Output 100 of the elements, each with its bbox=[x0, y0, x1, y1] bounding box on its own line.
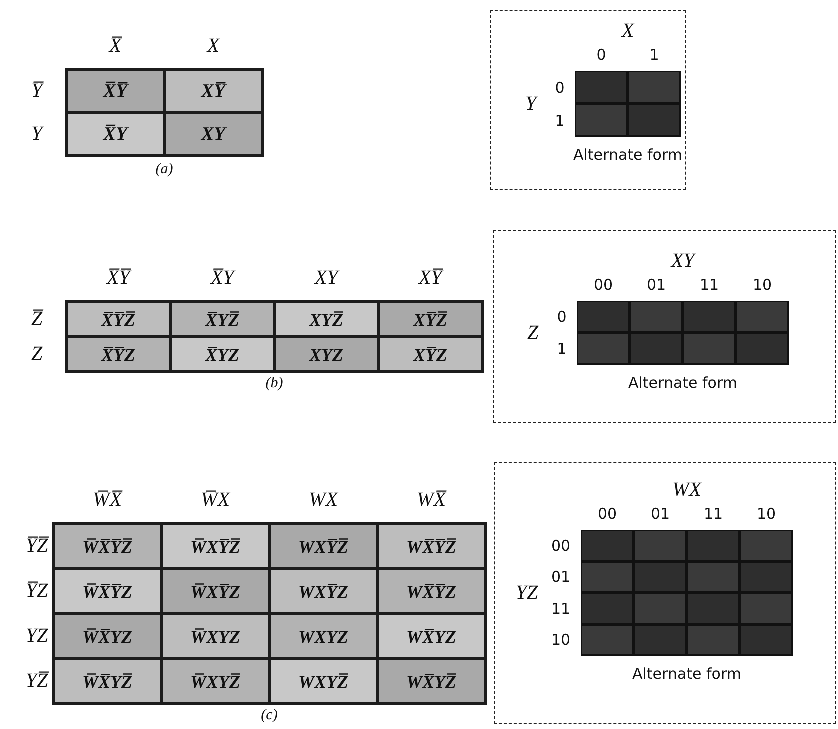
cell-term: XY̅Z bbox=[414, 344, 448, 366]
map-cell bbox=[271, 660, 376, 702]
map-cell bbox=[380, 338, 481, 370]
column-header: WX bbox=[309, 488, 338, 513]
column-code: 10 bbox=[756, 505, 776, 523]
variable-label: XY bbox=[671, 249, 695, 273]
map-cell bbox=[271, 615, 376, 657]
map-cell bbox=[55, 615, 160, 657]
column-header: X̅ bbox=[109, 34, 122, 59]
column-code: 01 bbox=[646, 276, 666, 294]
row-header: Z bbox=[31, 342, 43, 367]
row-header: Z̅ bbox=[31, 307, 43, 332]
map-cell bbox=[68, 338, 169, 370]
row-header: YZ bbox=[26, 624, 48, 649]
cell-term: W̅XY̅Z̅ bbox=[190, 536, 240, 558]
column-header: X bbox=[207, 34, 220, 59]
row-code: 1 bbox=[555, 112, 565, 130]
dashed-panel bbox=[490, 10, 686, 190]
cell-term: WXYZ̅ bbox=[298, 672, 348, 694]
cell-term: W̅XY̅Z bbox=[190, 582, 240, 604]
row-header: YZ̅ bbox=[26, 669, 48, 694]
cell-term: W̅X̅YZ̅ bbox=[82, 672, 132, 694]
variable-label: Z bbox=[527, 321, 539, 345]
cell-term: X̅Y bbox=[103, 124, 128, 147]
row-code: 10 bbox=[551, 631, 571, 650]
column-code: 00 bbox=[598, 505, 618, 523]
column-code: 01 bbox=[650, 505, 670, 523]
row-header: Y̅ bbox=[31, 79, 43, 104]
map-cell bbox=[163, 660, 268, 702]
cell-term: X̅YZ̅ bbox=[206, 310, 240, 332]
map-cell bbox=[55, 525, 160, 567]
column-header: W̅X̅ bbox=[93, 488, 122, 513]
column-code: 0 bbox=[596, 46, 606, 64]
cell-term: WXY̅Z̅ bbox=[298, 536, 348, 558]
variable-label: X bbox=[622, 19, 634, 43]
map-cell bbox=[276, 303, 377, 335]
panel-caption: Alternate form bbox=[628, 374, 738, 392]
map-cell bbox=[55, 570, 160, 612]
map-cell bbox=[172, 303, 273, 335]
row-header: Y̅Z bbox=[26, 579, 48, 604]
cell-term: W̅XYZ bbox=[190, 626, 240, 648]
dashed-panel bbox=[493, 230, 836, 423]
map-cell bbox=[68, 71, 163, 111]
cell-term: WX̅Y̅Z̅ bbox=[406, 536, 456, 558]
column-code: 1 bbox=[650, 46, 660, 64]
map-cell bbox=[379, 570, 484, 612]
panel-caption: Alternate form bbox=[574, 146, 682, 164]
column-header: XY̅ bbox=[418, 266, 442, 291]
variable-label: WX bbox=[672, 478, 702, 502]
column-header: X̅Y̅ bbox=[106, 266, 130, 291]
map-cell bbox=[166, 71, 261, 111]
map-cell bbox=[68, 114, 163, 154]
map-cell bbox=[163, 525, 268, 567]
panel-caption: Alternate form bbox=[632, 665, 742, 683]
row-header: Y bbox=[31, 122, 43, 147]
row-code: 11 bbox=[551, 600, 571, 618]
column-header: XY bbox=[314, 266, 338, 291]
column-header: W̅X bbox=[201, 488, 230, 513]
row-code: 01 bbox=[551, 568, 571, 586]
map-cell bbox=[166, 114, 261, 154]
cell-term: WXYZ bbox=[298, 626, 348, 648]
map-cell bbox=[271, 570, 376, 612]
cell-term: XYZ bbox=[310, 344, 344, 366]
map-cell bbox=[276, 338, 377, 370]
figure-caption: (b) bbox=[266, 376, 284, 392]
cell-term: XY bbox=[201, 124, 226, 147]
cell-term: WXY̅Z bbox=[298, 582, 348, 604]
column-code: 11 bbox=[700, 276, 720, 294]
map-cell bbox=[163, 570, 268, 612]
cell-term: XY̅Z̅ bbox=[414, 310, 448, 332]
row-header: Y̅Z̅ bbox=[26, 534, 48, 559]
row-code: 00 bbox=[551, 536, 571, 555]
cell-term: XY̅ bbox=[201, 81, 226, 104]
map-cell bbox=[172, 338, 273, 370]
row-code: 1 bbox=[557, 340, 567, 358]
figure-caption: (a) bbox=[156, 162, 174, 178]
cell-term: W̅XYZ̅ bbox=[190, 672, 240, 694]
map-cell bbox=[68, 303, 169, 335]
dashed-panel bbox=[494, 462, 836, 724]
cell-term: X̅Y̅Z̅ bbox=[102, 310, 136, 332]
column-code: 00 bbox=[594, 276, 614, 294]
map-cell bbox=[379, 525, 484, 567]
cell-term: X̅YZ bbox=[206, 344, 240, 366]
column-code: 10 bbox=[752, 276, 772, 294]
column-header: WX̅ bbox=[417, 488, 446, 513]
cell-term: WX̅YZ bbox=[406, 626, 456, 648]
map-cell bbox=[163, 615, 268, 657]
map-cell bbox=[271, 525, 376, 567]
map-cell bbox=[379, 615, 484, 657]
cell-term: XYZ̅ bbox=[310, 310, 344, 332]
cell-term: W̅X̅Y̅Z̅ bbox=[82, 536, 132, 558]
column-header: X̅Y bbox=[210, 266, 234, 291]
map-cell bbox=[380, 303, 481, 335]
column-code: 11 bbox=[704, 505, 724, 523]
cell-term: X̅Y̅Z bbox=[102, 344, 136, 366]
cell-term: WX̅Y̅Z bbox=[406, 582, 456, 604]
row-code: 0 bbox=[555, 78, 565, 96]
variable-label: YZ bbox=[516, 581, 538, 605]
map-cell bbox=[379, 660, 484, 702]
map-cell bbox=[55, 660, 160, 702]
